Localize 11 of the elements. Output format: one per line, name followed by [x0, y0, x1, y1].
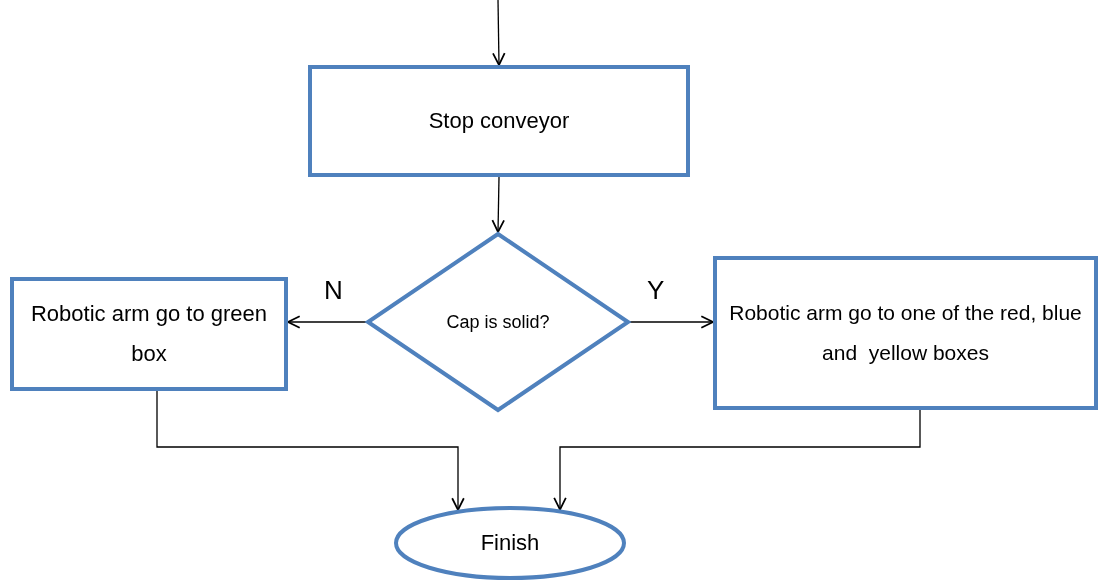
terminal-ellipse: Finish	[394, 506, 626, 580]
decision-diamond: Cap is solid?	[366, 232, 630, 412]
process-box: Robotic arm go to one of the red, blue and yellow boxes	[713, 256, 1098, 410]
arrow	[553, 409, 921, 511]
process-box: Stop conveyor	[308, 65, 690, 177]
arrow	[629, 315, 714, 329]
arrow	[156, 390, 465, 511]
arrow	[491, 176, 505, 233]
arrow	[492, 0, 506, 66]
arrow	[287, 315, 367, 329]
process-box: Robotic arm go to green box	[10, 277, 288, 391]
